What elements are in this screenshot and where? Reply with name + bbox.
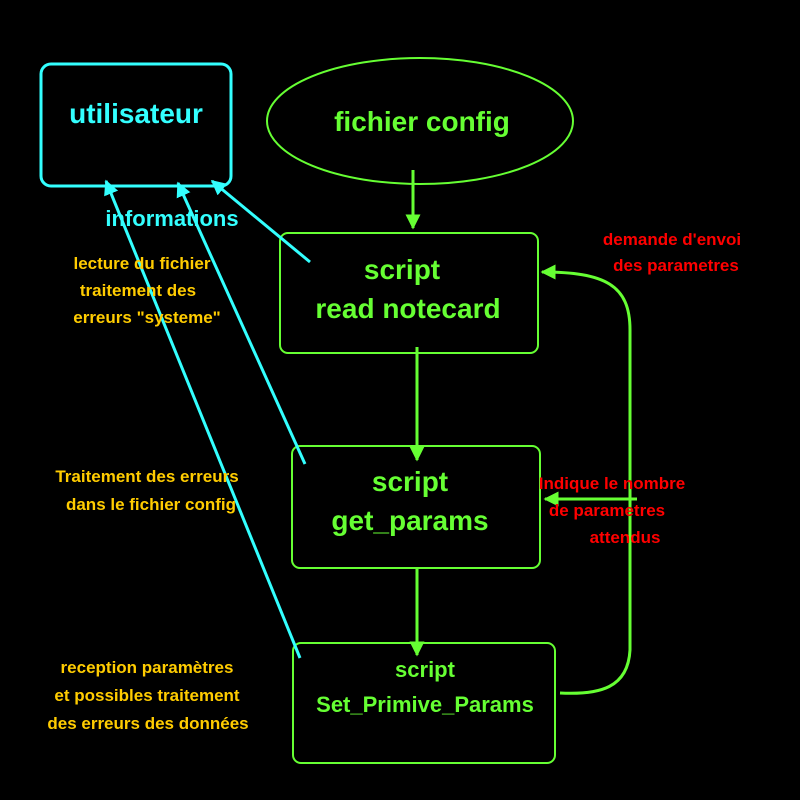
utilisateur-label: utilisateur (69, 98, 203, 129)
indique-nombre-line1: Indique le nombre (539, 474, 685, 493)
arrow-set-to-user (104, 179, 302, 659)
indique-nombre-line2: de parametres (549, 501, 665, 520)
note-lecture-line2: traitement des (80, 281, 196, 300)
utilisateur-box (39, 62, 233, 188)
fichier-config-ellipse (266, 57, 574, 185)
note-reception-line1: reception paramètres (61, 658, 234, 677)
set-primive-params-line2: Set_Primive_Params (316, 692, 534, 717)
get-params-line2: get_params (331, 505, 488, 536)
demande-envoi-line2: des parametres (613, 256, 739, 275)
get-params-line1: script (372, 466, 448, 497)
read-notecard-line1: script (364, 254, 440, 285)
demande-envoi-line1: demande d'envoi (603, 230, 741, 249)
read-notecard-line2: read notecard (315, 293, 500, 324)
fichier-config-label: fichier config (334, 106, 510, 137)
informations-label: informations (105, 206, 238, 231)
note-lecture-line1: lecture du fichier (74, 254, 211, 273)
set-primive-params-line1: script (395, 657, 456, 682)
note-traitement-line1: Traitement des erreurs (55, 467, 238, 486)
arrow-get-to-user (176, 181, 307, 465)
note-traitement-line2: dans le fichier config (66, 495, 236, 514)
note-reception-line2: et possibles traitement (54, 686, 240, 705)
read-notecard-box (279, 232, 539, 354)
note-lecture-line3: erreurs "systeme" (73, 308, 221, 327)
note-reception-line3: des erreurs des données (47, 714, 248, 733)
arrow-set-to-read-loop (540, 264, 632, 695)
arrow-read-to-user (210, 179, 311, 264)
indique-nombre-line3: attendus (590, 528, 661, 547)
